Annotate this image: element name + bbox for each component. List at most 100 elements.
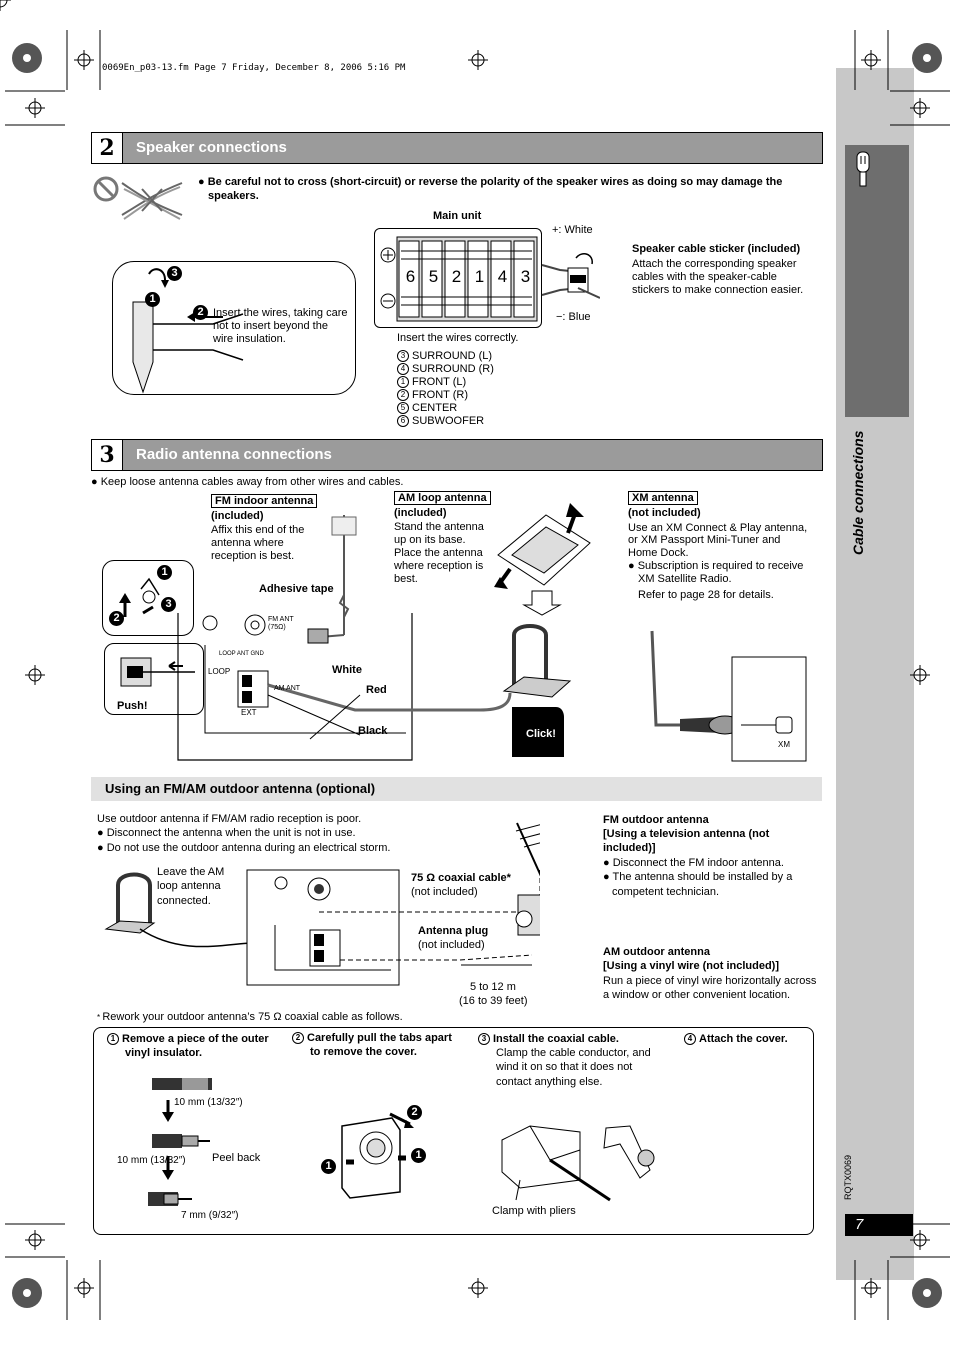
terminal-graphic bbox=[380, 236, 538, 322]
sticker-text-3: stickers to make connection easier. bbox=[632, 284, 804, 296]
plug-icon bbox=[853, 150, 875, 190]
white-wire-label: White bbox=[332, 664, 362, 676]
terminal-number: 2 bbox=[451, 267, 462, 286]
leave-am-2: loop antenna bbox=[157, 880, 221, 892]
section-title: Speaker connections bbox=[136, 139, 287, 156]
no-cross-icon bbox=[93, 176, 183, 220]
insert-note-2: not to insert beyond the bbox=[213, 320, 328, 332]
step-2-badge: 2 bbox=[109, 611, 124, 626]
fm-indoor-1: Affix this end of the bbox=[211, 524, 305, 536]
coax-not-included: (not included) bbox=[411, 886, 478, 898]
insert-note-1: Insert the wires, taking care bbox=[213, 307, 348, 319]
fm-outdoor-sub-2: included)] bbox=[603, 842, 656, 854]
click-label: Click! bbox=[526, 728, 556, 740]
am-loop-4: where reception is bbox=[394, 560, 484, 572]
fm-outdoor-b1: ● Disconnect the FM indoor antenna. bbox=[603, 857, 784, 869]
am-loop-title: AM loop antenna bbox=[394, 491, 491, 505]
peel-back: Peel back bbox=[212, 1152, 261, 1164]
fm-outdoor-sub-1: [Using a television antenna (not bbox=[603, 828, 770, 840]
sticker-title: Speaker cable sticker (included) bbox=[632, 243, 801, 255]
antenna-diagram bbox=[177, 503, 807, 762]
speaker-warning-cont: speakers. bbox=[208, 190, 259, 202]
minus-blue-label: −: Blue bbox=[556, 311, 591, 323]
adhesive-tape-label: Adhesive tape bbox=[259, 583, 334, 595]
xm-6: Refer to page 28 for details. bbox=[638, 589, 774, 601]
xm-4: ● Subscription is required to receive bbox=[628, 560, 804, 572]
section-number: 2 bbox=[92, 133, 123, 163]
fm-outdoor-b3: competent technician. bbox=[612, 886, 720, 898]
plus-white-label: +: White bbox=[552, 224, 593, 236]
antenna-plug: Antenna plug bbox=[418, 925, 489, 937]
mm10-mid: 10 mm (13/32″) bbox=[117, 1155, 186, 1166]
step-2-title-cont: to remove the cover. bbox=[310, 1046, 417, 1058]
fm-indoor-title: FM indoor antenna bbox=[211, 494, 318, 508]
fm-indoor-3: reception is best. bbox=[211, 550, 295, 562]
xm-3: Home Dock. bbox=[628, 547, 689, 559]
xm-title: XM antenna bbox=[628, 491, 698, 505]
outdoor-antenna-header: Using an FM/AM outdoor antenna (optional… bbox=[91, 777, 822, 801]
leave-am-1: Leave the AM bbox=[157, 866, 225, 878]
leave-am-3: connected. bbox=[157, 895, 211, 907]
insert-correctly: Insert the wires correctly. bbox=[397, 332, 519, 344]
terminal-numbers: 6 5 2 1 4 3 bbox=[399, 267, 539, 289]
section-title: Radio antenna connections bbox=[136, 446, 332, 463]
step-3-body-1: Clamp the cable conductor, and bbox=[496, 1047, 651, 1059]
section-number: 3 bbox=[92, 440, 123, 470]
speaker-warning: ● Be careful not to cross (short-circuit… bbox=[198, 176, 783, 188]
step-1-badge: 1 bbox=[321, 1159, 336, 1174]
mm7: 7 mm (9/32″) bbox=[181, 1210, 239, 1221]
speaker-section-header: 2 Speaker connections bbox=[91, 132, 823, 164]
terminal-number: 4 bbox=[497, 267, 508, 286]
step-3-body-2: wind it on so that it does not bbox=[496, 1061, 633, 1073]
speaker-wire-plug bbox=[541, 253, 600, 299]
wire-insert-graphic bbox=[132, 268, 244, 394]
outdoor-diagram bbox=[104, 822, 540, 986]
am-loop-3: Place the antenna bbox=[394, 547, 483, 559]
xm-1: Use an XM Connect & Play antenna, bbox=[628, 522, 808, 534]
step-1-badge: 1 bbox=[157, 565, 172, 580]
step-1-badge: 1 bbox=[145, 292, 160, 307]
xm-port-label: XM bbox=[778, 740, 790, 749]
terminal-number: 5 bbox=[428, 267, 439, 286]
mm10-top: 10 mm (13/32″) bbox=[174, 1097, 243, 1108]
loop-label: LOOP bbox=[208, 667, 231, 676]
file-header: 0069En_p03-13.fm Page 7 Friday, December… bbox=[102, 63, 406, 73]
xm-5: XM Satellite Radio. bbox=[638, 573, 732, 585]
outdoor-bullet-2: ● Do not use the outdoor antenna during … bbox=[97, 842, 391, 854]
push-inset: Push! bbox=[104, 643, 204, 715]
speaker-terminal-panel: 6 5 2 1 4 3 bbox=[374, 228, 542, 328]
fm-step-inset: 1 2 3 bbox=[102, 560, 194, 636]
outdoor-intro: Use outdoor antenna if FM/AM radio recep… bbox=[97, 813, 362, 825]
page-number-box: 7 bbox=[845, 1214, 913, 1236]
wire-insert-inset: 1 2 3 Insert the wires, taking care not … bbox=[112, 261, 356, 395]
distance-2: (16 to 39 feet) bbox=[459, 995, 528, 1007]
rework-footnote: * Rework your outdoor antenna’s 75 Ω coa… bbox=[97, 1011, 403, 1023]
am-loop-2: up on its base. bbox=[394, 534, 466, 546]
push-label: Push! bbox=[117, 700, 148, 712]
fm-ant-label: FM ANT(75Ω) bbox=[268, 616, 294, 631]
am-ant-label: AM ANT bbox=[274, 685, 301, 692]
terminal-number: 6 bbox=[405, 267, 416, 286]
clamp-pliers: Clamp with pliers bbox=[492, 1205, 576, 1217]
side-tab-dark bbox=[845, 145, 909, 417]
rework-steps-box bbox=[93, 1027, 814, 1235]
am-loop-5: best. bbox=[394, 573, 418, 585]
terminal-number: 1 bbox=[474, 267, 485, 286]
main-unit-label: Main unit bbox=[433, 210, 482, 222]
fm-indoor-2: antenna where bbox=[211, 537, 284, 549]
sticker-text-2: cables with the speaker-cable bbox=[632, 271, 777, 283]
step-1-title-cont: vinyl insulator. bbox=[125, 1047, 203, 1059]
step-3-badge: 3 bbox=[161, 597, 176, 612]
terminal-number: 3 bbox=[520, 267, 531, 286]
step-1-badge: 1 bbox=[411, 1148, 426, 1163]
am-outdoor-1: Run a piece of vinyl wire horizontally a… bbox=[603, 975, 817, 987]
am-outdoor-title: AM outdoor antenna bbox=[603, 946, 710, 958]
